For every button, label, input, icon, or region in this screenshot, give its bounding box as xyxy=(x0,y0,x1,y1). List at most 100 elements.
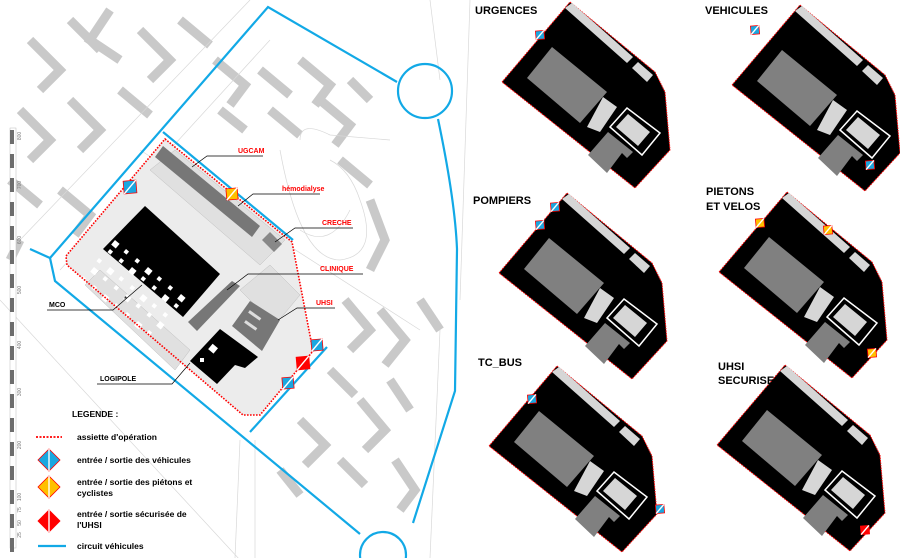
label-ugcam: UGCAM xyxy=(238,148,265,155)
patio xyxy=(113,303,120,309)
vehicle-entry-marker xyxy=(122,179,138,195)
patio xyxy=(139,294,148,303)
building-ugcam xyxy=(155,146,260,237)
neighbour-building xyxy=(83,7,123,64)
vehicle-entry-marker xyxy=(526,393,538,405)
label-creche: CRECHE xyxy=(322,220,352,227)
scale-bar-segment xyxy=(10,370,14,384)
legend-item-pedestrians: entrée / sortie des piétons et xyxy=(77,477,192,487)
building-logipole xyxy=(190,329,258,384)
patio xyxy=(162,312,169,318)
patio xyxy=(151,285,158,291)
scale-bar-segment xyxy=(10,346,14,360)
panel-access-markers xyxy=(526,24,878,536)
building-mco xyxy=(103,206,220,317)
neighbour-building xyxy=(317,96,357,148)
scale-label: 400 xyxy=(17,341,23,350)
scale-label: 700 xyxy=(17,181,23,190)
uhsi-entry-icon xyxy=(37,509,61,533)
patio xyxy=(177,294,186,303)
neighbour-building xyxy=(117,86,153,119)
vehicle-entry-marker xyxy=(534,219,546,231)
scale-bar-segment xyxy=(10,202,14,216)
scale-bar-segment xyxy=(10,322,14,336)
legend: LEGENDE : assiette d'opération entrée / … xyxy=(36,409,192,551)
vehicle-entry-marker xyxy=(749,24,761,36)
scale-label: 75 xyxy=(17,507,23,513)
building-clinique xyxy=(188,281,240,331)
pedestrian-entry-marker xyxy=(754,217,766,229)
panel-title: POMPIERS xyxy=(473,195,531,207)
logipole-patios xyxy=(200,343,218,362)
pedestrian-entry-marker xyxy=(866,347,878,359)
scale-bar-segment xyxy=(10,538,14,552)
scale-bar-segment xyxy=(10,394,14,408)
patio xyxy=(111,240,120,249)
neighbour-building xyxy=(66,96,107,154)
panel-title-line2: SECURISE xyxy=(718,375,774,387)
map-access-markers xyxy=(122,179,324,390)
scale-bar-segment xyxy=(10,514,14,528)
panel-urgences: URGENCES xyxy=(475,2,670,188)
scale-bar-segment xyxy=(10,226,14,240)
scale-label: 600 xyxy=(17,236,23,245)
neighbour-building xyxy=(26,36,67,94)
neighbour-building xyxy=(337,156,373,189)
panel-pompiers: POMPIERS xyxy=(473,193,667,379)
neighbour-building xyxy=(57,186,97,238)
neighbour-building xyxy=(391,457,421,513)
scale-label: 50 xyxy=(17,520,23,526)
legend-title: LEGENDE : xyxy=(72,409,118,419)
neighbour-building xyxy=(16,106,57,164)
vehicle-entry-marker xyxy=(310,338,324,352)
neighbour-building xyxy=(267,106,303,139)
legend-item-uhsi-line2: l'UHSI xyxy=(77,520,102,530)
patio xyxy=(156,321,165,330)
scale-bar-segment xyxy=(10,418,14,432)
panel-title: TC_BUS xyxy=(478,357,522,369)
patio xyxy=(167,285,174,291)
vehicle-entry-marker xyxy=(654,503,666,515)
scale-bar-segment xyxy=(10,298,14,312)
patio xyxy=(144,267,153,276)
scale-bar-segment xyxy=(10,274,14,288)
neighbour-building xyxy=(276,467,304,498)
patio xyxy=(134,321,143,330)
patio xyxy=(161,294,170,303)
patio xyxy=(113,285,120,291)
scale-label: 800 xyxy=(17,132,23,141)
scale-label: 500 xyxy=(17,286,23,295)
legend-item-uhsi: entrée / sortie sécurisée de xyxy=(77,509,187,519)
uhsi-entry-marker xyxy=(37,509,61,533)
vehicle-entry-marker xyxy=(864,159,876,171)
vehicle-entry-marker xyxy=(534,29,546,41)
patio xyxy=(156,276,163,282)
patio xyxy=(134,258,141,264)
scale-label: 100 xyxy=(17,493,23,502)
neighbour-building xyxy=(136,26,177,84)
pedestrian-entry-icon xyxy=(37,475,61,499)
patio xyxy=(173,303,180,309)
neighbour-building xyxy=(346,76,374,104)
label-uhsi: UHSI xyxy=(316,300,333,307)
neighbour-building xyxy=(212,56,252,108)
patio xyxy=(106,267,115,276)
neighbour-building xyxy=(297,56,337,108)
neighbour-building xyxy=(177,16,213,49)
scale-bar-segment xyxy=(10,490,14,504)
legend-item-pedestrians-line2: cyclistes xyxy=(77,488,113,498)
panel-title: VEHICULES xyxy=(705,5,768,17)
uhsi-entry-marker xyxy=(295,355,311,371)
patio xyxy=(96,258,103,264)
scale-label: 300 xyxy=(17,388,23,397)
panel-title-line2: ET VELOS xyxy=(706,201,760,213)
legend-item-circuit: circuit véhicules xyxy=(77,541,144,551)
site-plan-map: UGCAM hémodialyse CRECHE CLINIQUE UHSI M… xyxy=(0,0,471,558)
patio xyxy=(118,276,125,282)
patio xyxy=(118,258,125,264)
patio xyxy=(146,312,153,318)
neighbour-building xyxy=(376,307,411,368)
uhsi-patios xyxy=(244,310,262,331)
legend-item-vehicles: entrée / sortie des véhicules xyxy=(77,455,191,465)
